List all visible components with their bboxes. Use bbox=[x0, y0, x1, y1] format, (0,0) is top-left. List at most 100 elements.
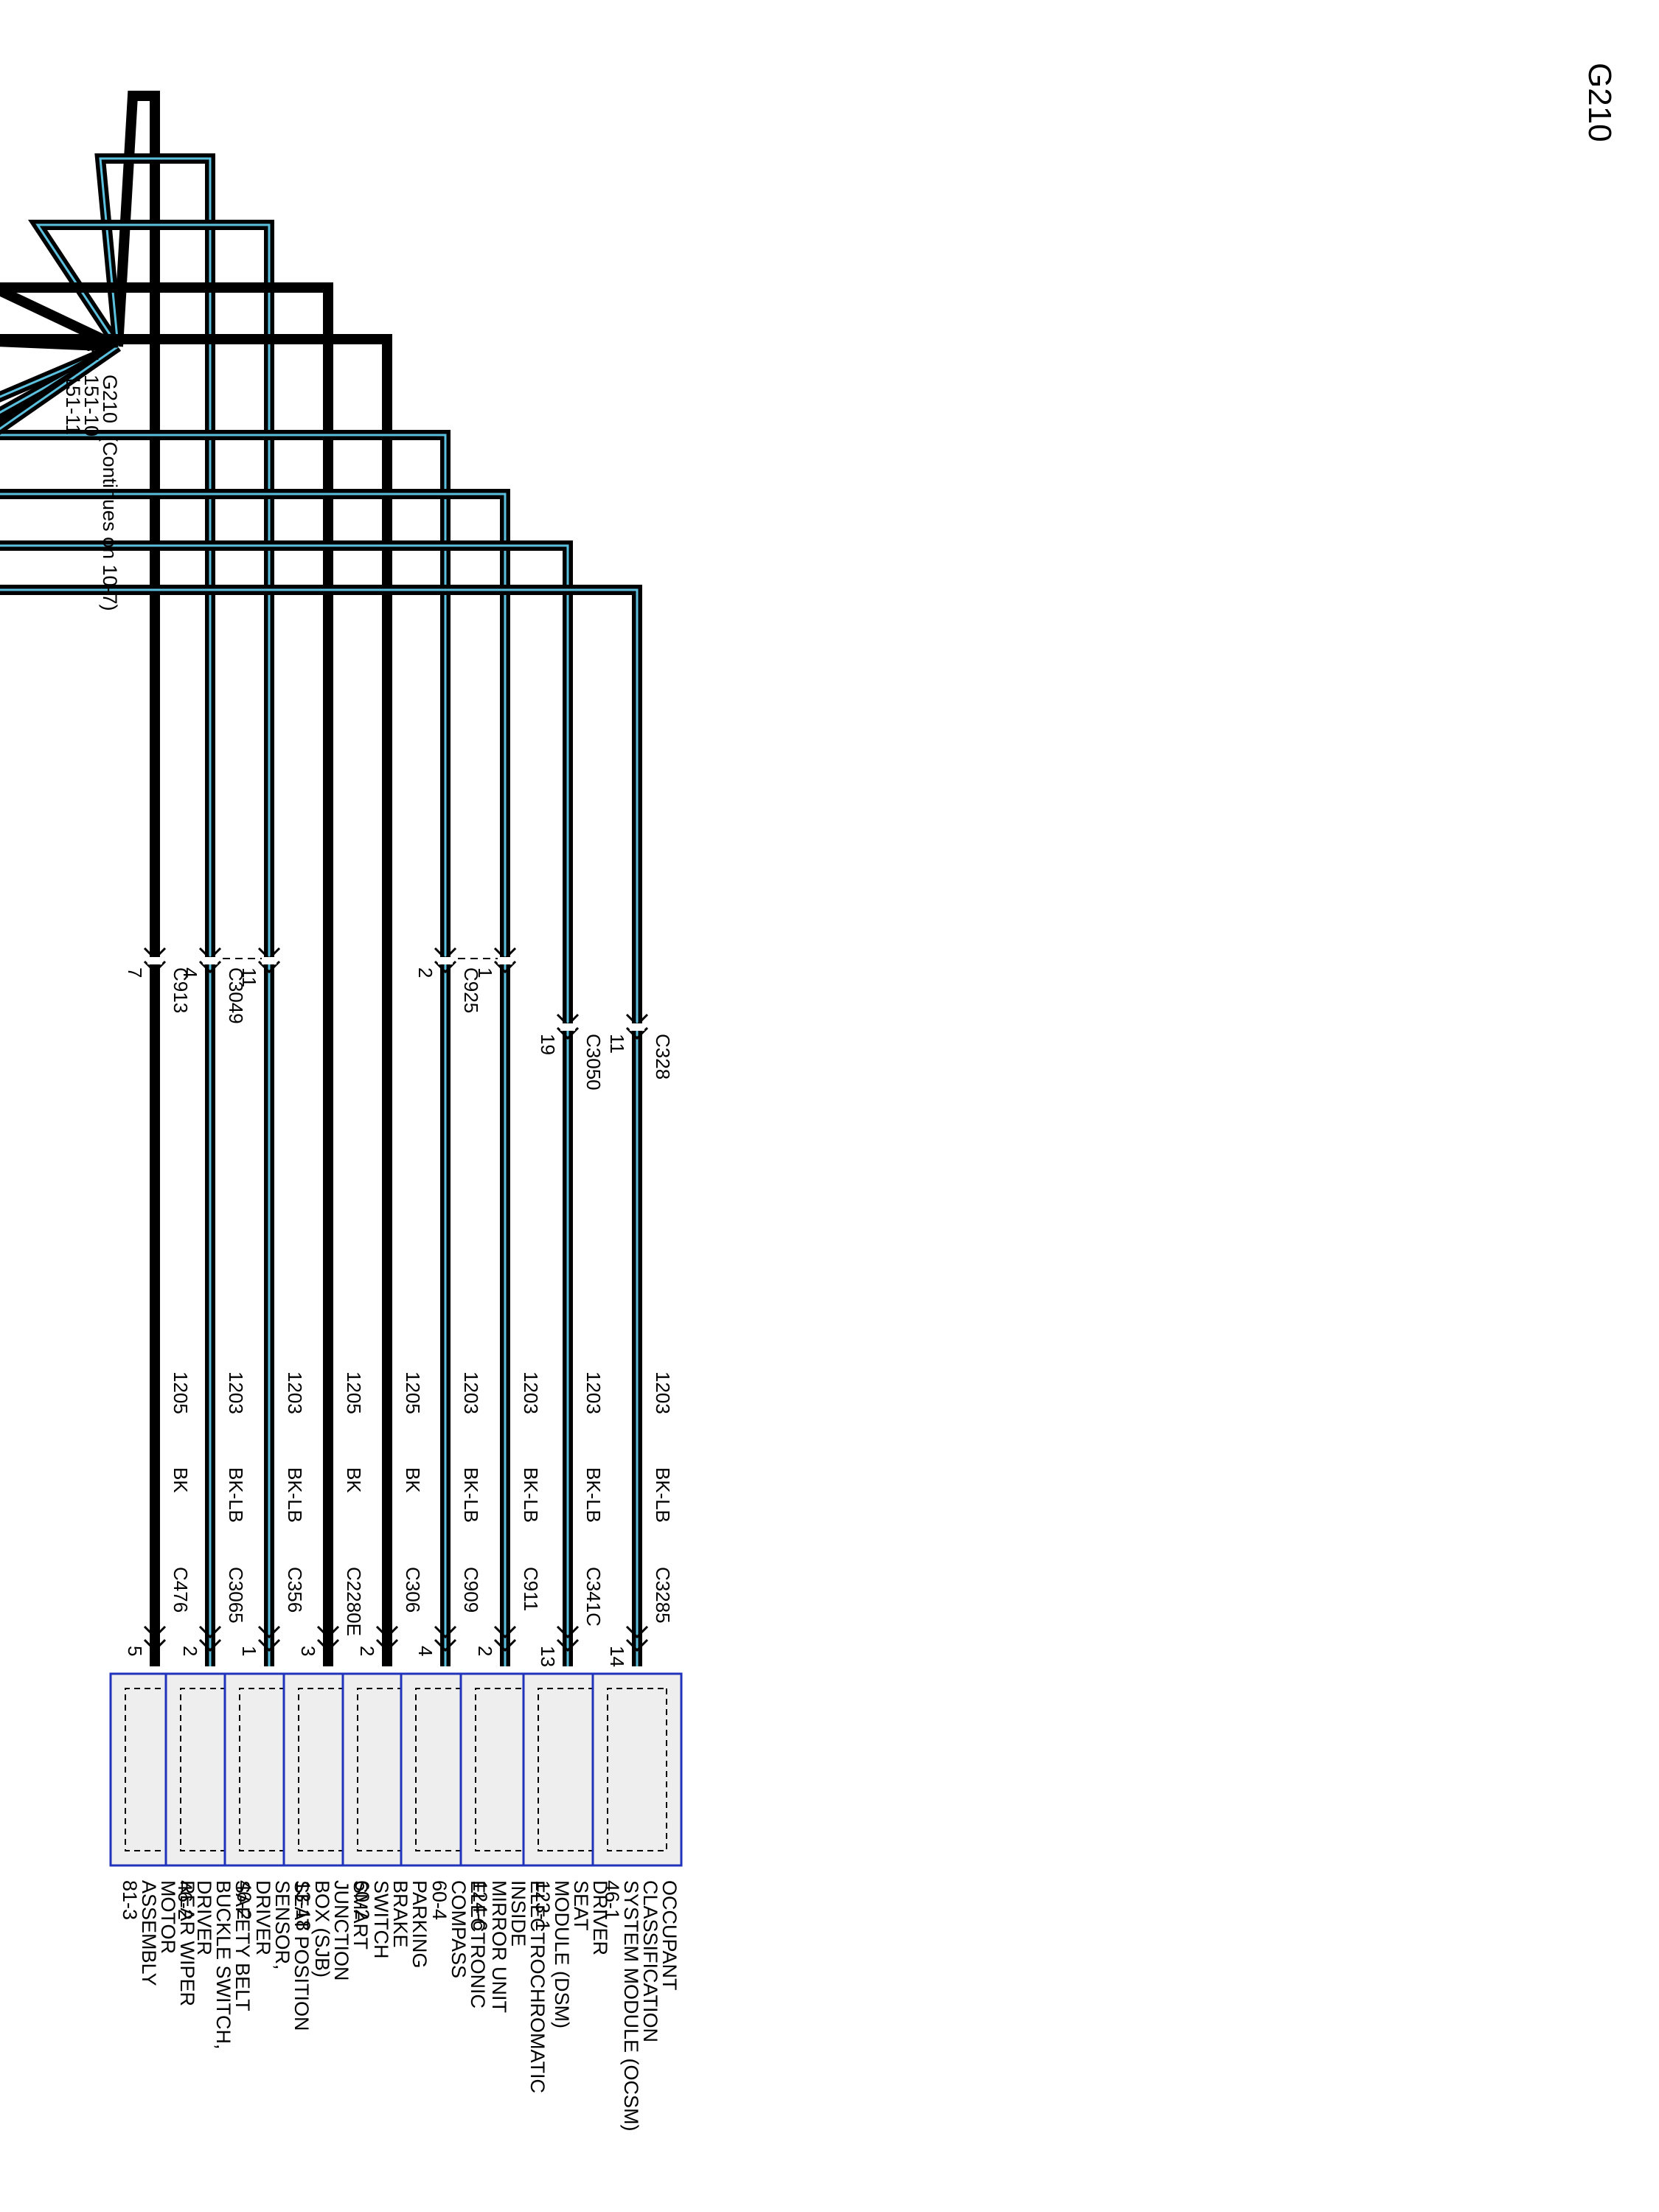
wire-stripe bbox=[0, 345, 639, 1666]
component-name-line: COMPASS bbox=[448, 1880, 470, 1978]
component-inner bbox=[298, 1688, 358, 1851]
wire-trace bbox=[0, 334, 392, 1666]
inline-connector-break bbox=[438, 957, 453, 964]
component-name-line: REAR WIPER bbox=[176, 1880, 198, 2006]
wire-color-code: BK bbox=[343, 1467, 365, 1493]
end-connector-name: C356 bbox=[284, 1567, 306, 1613]
wire-8 bbox=[0, 342, 573, 1666]
end-connector-chevron bbox=[375, 1625, 399, 1652]
component-name-line: INSIDE bbox=[507, 1880, 529, 1947]
inline-connector-name: C3049 bbox=[225, 967, 247, 1024]
inline-connector-break bbox=[498, 957, 512, 964]
component-name-line: 81-3 bbox=[119, 1880, 141, 1920]
wire-2 bbox=[94, 153, 215, 1666]
end-connector-pin: 1 bbox=[238, 1646, 260, 1656]
inline-connector-break bbox=[147, 957, 162, 964]
component-name-line: BUCKLE SWITCH, bbox=[212, 1880, 234, 2050]
inline-connector-pin: 1 bbox=[474, 967, 496, 978]
end-connector-name: C476 bbox=[170, 1567, 192, 1613]
end-connector-pin: 4 bbox=[414, 1646, 437, 1656]
wire-color-code: BK-LB bbox=[225, 1467, 247, 1523]
component-name-line: ELECTROCHROMATIC bbox=[526, 1880, 549, 2093]
wire-stripe bbox=[99, 157, 212, 1666]
inline-connector-name: C913 bbox=[170, 967, 192, 1013]
component-name-line: ELECTRONIC bbox=[467, 1880, 489, 2008]
wire-4 bbox=[0, 282, 333, 1666]
end-connector-name: C3065 bbox=[225, 1567, 247, 1624]
wire-color-code: BK-LB bbox=[460, 1467, 482, 1523]
component-name-line: SEAT bbox=[570, 1880, 592, 1931]
inline-connector-break bbox=[203, 957, 218, 964]
component-name-line: DRIVER bbox=[193, 1880, 215, 1955]
inline-connector-pin: 7 bbox=[124, 967, 146, 978]
inline-connector-break bbox=[630, 1023, 644, 1031]
wire-trace bbox=[0, 282, 333, 1666]
wire-trace bbox=[113, 91, 160, 1666]
end-connector-chevron bbox=[493, 1625, 517, 1652]
component-name-line: 46-1 bbox=[601, 1880, 623, 1920]
component-inner bbox=[180, 1688, 240, 1851]
component-name-line: 123-1 bbox=[532, 1880, 554, 1931]
wire-color-code: BK-LB bbox=[582, 1467, 605, 1523]
component-name-line: 124-6 bbox=[469, 1880, 491, 1931]
wire-color-code: BK-LB bbox=[652, 1467, 674, 1523]
ground-label-group: G210 (Continues on 10-7) 151-10 151-11 bbox=[62, 375, 121, 611]
end-connector-name: C3285 bbox=[652, 1567, 674, 1624]
component-name-line: MODULE (DSM) bbox=[551, 1880, 573, 2028]
wire-1 bbox=[113, 91, 160, 1666]
end-connector-pin: 13 bbox=[537, 1646, 559, 1667]
inline-connector-break bbox=[262, 957, 276, 964]
end-connector-name: C341C bbox=[582, 1567, 605, 1627]
end-connector-name: C911 bbox=[520, 1567, 542, 1611]
wire-9 bbox=[0, 342, 642, 1666]
component-name-line: SENSOR, bbox=[271, 1880, 293, 1970]
component-name-line: BRAKE bbox=[389, 1880, 411, 1948]
end-connector-name: C306 bbox=[402, 1567, 424, 1613]
component-name-line: 60-4 bbox=[428, 1880, 451, 1920]
wire-color-code: BK bbox=[170, 1467, 192, 1493]
inline-connector-pin: 19 bbox=[537, 1034, 559, 1055]
component-name-line: MOTOR bbox=[157, 1880, 179, 1954]
inline-connector-name: C328 bbox=[652, 1034, 674, 1079]
inline-connector-name: C925 bbox=[460, 967, 482, 1013]
component-name-line: CLASSIFICATION bbox=[639, 1880, 661, 2042]
end-connector-chevron bbox=[625, 1625, 649, 1652]
inline-connector-pin: 11 bbox=[606, 1034, 628, 1054]
inline-connector-pin: 2 bbox=[414, 967, 437, 978]
circuit-number: 1203 bbox=[225, 1371, 247, 1414]
component-name-line: 46-2 bbox=[174, 1880, 196, 1920]
component-name-line: JUNCTION bbox=[330, 1880, 352, 1981]
component-name-line: SAFETY BELT bbox=[232, 1880, 254, 2011]
end-connector-pin: 2 bbox=[474, 1646, 496, 1656]
component-name-line: DRIVER bbox=[589, 1880, 611, 1955]
wire-5 bbox=[0, 334, 392, 1666]
ground-ref: 151-11 bbox=[62, 375, 84, 435]
wire-stripe bbox=[0, 345, 507, 1666]
end-connector-chevron bbox=[257, 1625, 281, 1652]
end-connector-pin: 2 bbox=[356, 1646, 378, 1656]
component-inner bbox=[415, 1688, 476, 1851]
wire-stripe bbox=[0, 345, 569, 1666]
end-connector-name: C909 bbox=[460, 1567, 482, 1613]
label-layer: C9137C47651205BKC30494C306521203BK-LB11C… bbox=[124, 967, 674, 1667]
end-connector-chevron bbox=[143, 1625, 167, 1652]
inline-connector-pin: 11 bbox=[238, 967, 260, 987]
component-inner bbox=[357, 1688, 417, 1851]
ground-note: (Continues on 10-7) bbox=[99, 435, 121, 611]
ground-symbol bbox=[87, 333, 118, 360]
circuit-number: 1205 bbox=[343, 1371, 365, 1414]
component-name-line: DRIVER bbox=[252, 1880, 274, 1955]
component-name-line: 46-2 bbox=[233, 1880, 255, 1920]
component-inner bbox=[239, 1688, 299, 1851]
component-name-line: MIRROR UNIT bbox=[488, 1880, 510, 2013]
component-name-line: OCCUPANT bbox=[658, 1880, 681, 1991]
circuit-number: 1203 bbox=[284, 1371, 306, 1414]
wire-color-code: BK-LB bbox=[520, 1467, 542, 1523]
component-name-line: SMART bbox=[349, 1880, 372, 1950]
component-name-line: 60-2 bbox=[351, 1880, 373, 1920]
circuit-number: 1203 bbox=[582, 1371, 605, 1414]
component-inner bbox=[125, 1688, 185, 1851]
